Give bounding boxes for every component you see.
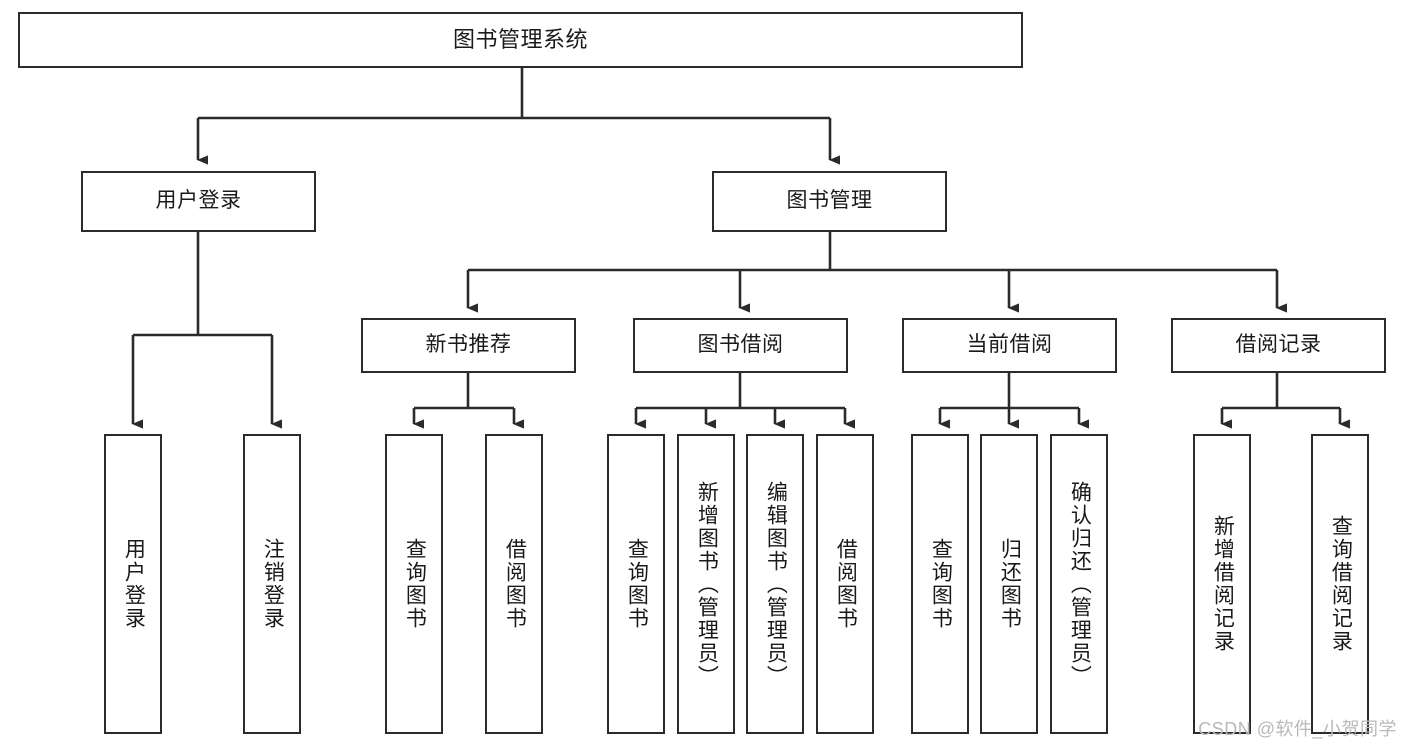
leaf-add-book-admin-label: 新增图书（管理员） — [695, 480, 719, 688]
node-current-borrow-label: 当前借阅 — [966, 333, 1053, 357]
leaf-confirm-return-admin-label: 确认归还（管理员） — [1068, 480, 1092, 688]
node-borrow-records-label: 借阅记录 — [1235, 333, 1322, 357]
leaf-add-borrow-record[interactable]: 新增借阅记录 — [1193, 434, 1251, 734]
leaf-return-book[interactable]: 归还图书 — [980, 434, 1038, 734]
leaf-logout-label: 注销登录 — [261, 538, 285, 630]
leaf-query-book-borrow-label: 查询图书 — [625, 538, 649, 630]
leaf-borrow-book-new[interactable]: 借阅图书 — [485, 434, 543, 734]
node-current-borrow[interactable]: 当前借阅 — [902, 318, 1117, 373]
leaf-query-borrow-record[interactable]: 查询借阅记录 — [1311, 434, 1369, 734]
leaf-query-book-borrow[interactable]: 查询图书 — [607, 434, 665, 734]
node-borrow-records[interactable]: 借阅记录 — [1171, 318, 1386, 373]
node-new-book-recommend[interactable]: 新书推荐 — [361, 318, 576, 373]
node-user-login[interactable]: 用户登录 — [81, 171, 316, 232]
leaf-borrow-book[interactable]: 借阅图书 — [816, 434, 874, 734]
leaf-query-borrow-record-label: 查询借阅记录 — [1329, 515, 1353, 653]
node-book-borrow-label: 图书借阅 — [697, 333, 784, 357]
leaf-query-book-current-label: 查询图书 — [929, 538, 953, 630]
leaf-user-login-label: 用户登录 — [122, 538, 146, 630]
node-book-management-label: 图书管理 — [786, 189, 873, 213]
leaf-add-borrow-record-label: 新增借阅记录 — [1211, 515, 1235, 653]
leaf-user-login[interactable]: 用户登录 — [104, 434, 162, 734]
node-root[interactable]: 图书管理系统 — [18, 12, 1023, 68]
node-new-book-recommend-label: 新书推荐 — [425, 333, 512, 357]
leaf-edit-book-admin[interactable]: 编辑图书（管理员） — [746, 434, 804, 734]
node-book-management[interactable]: 图书管理 — [712, 171, 947, 232]
leaf-query-book-new-label: 查询图书 — [403, 538, 427, 630]
leaf-borrow-book-new-label: 借阅图书 — [503, 538, 527, 630]
leaf-edit-book-admin-label: 编辑图书（管理员） — [764, 480, 788, 688]
leaf-borrow-book-label: 借阅图书 — [834, 538, 858, 630]
leaf-add-book-admin[interactable]: 新增图书（管理员） — [677, 434, 735, 734]
leaf-logout[interactable]: 注销登录 — [243, 434, 301, 734]
leaf-query-book-current[interactable]: 查询图书 — [911, 434, 969, 734]
node-root-label: 图书管理系统 — [452, 27, 588, 53]
leaf-confirm-return-admin[interactable]: 确认归还（管理员） — [1050, 434, 1108, 734]
leaf-return-book-label: 归还图书 — [998, 538, 1022, 630]
node-user-login-label: 用户登录 — [155, 189, 242, 213]
leaf-query-book-new[interactable]: 查询图书 — [385, 434, 443, 734]
node-book-borrow[interactable]: 图书借阅 — [633, 318, 848, 373]
